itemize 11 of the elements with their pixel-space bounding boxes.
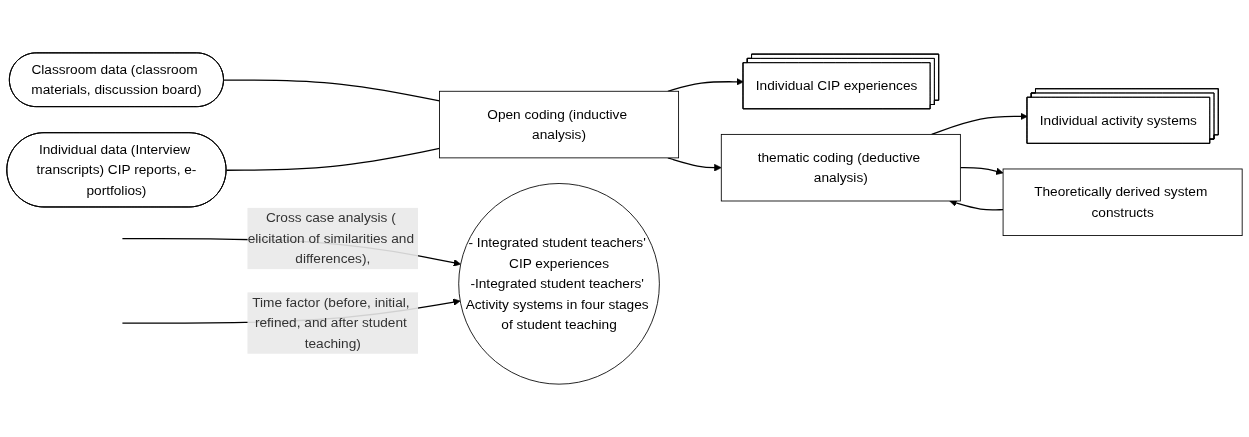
connector (223, 79, 441, 102)
node-box: thematic coding (deductive analysis) (720, 133, 961, 202)
node-box: Theoretically derived system constructs (1002, 168, 1243, 236)
edge-label: Cross case analysis ( elicitation of similarities and differences), (247, 210, 415, 266)
edge-label: Time factor (before, initial, refined, and after student teaching) (252, 294, 410, 351)
arrow (667, 78, 744, 92)
node-box: Open coding (inductive analysis) (439, 90, 680, 159)
connector (225, 147, 441, 171)
arrow (959, 167, 1004, 175)
node-circle: - Integrated student teachers' CIP experiences -Integrated student teachers' Activity systems in four stages of student teaching (458, 183, 660, 385)
arrow (931, 112, 1028, 136)
